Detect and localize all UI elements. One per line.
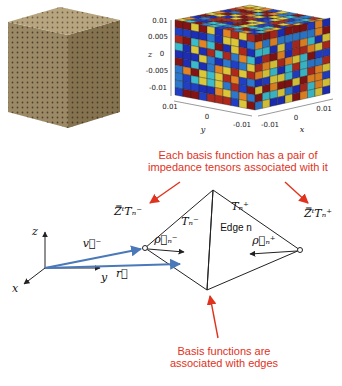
voxel (270, 97, 278, 106)
triangle-label: Tₙ⁻ (181, 216, 199, 228)
voxel-cube (175, 5, 330, 110)
voxel (263, 99, 271, 108)
axis-label: y (201, 126, 206, 135)
tick-label: -0.01 (261, 122, 279, 130)
edge-label: Edge n (220, 222, 252, 233)
rho-plus-vector (250, 251, 297, 254)
leader-arrow (150, 182, 180, 203)
vector-label: ρ⃗ₙ⁺ (252, 235, 275, 247)
tick-label: 0 (294, 115, 298, 123)
voxel (247, 101, 255, 110)
voxel (278, 96, 286, 105)
voxel (285, 94, 293, 103)
voxel (207, 94, 215, 103)
voxel (199, 92, 207, 101)
voxel (315, 87, 323, 96)
voxel (239, 100, 247, 109)
voxel (231, 98, 239, 107)
voxel (175, 88, 183, 97)
tick-label: -0.01 (149, 85, 167, 93)
annotation-text: Each basis function has a pair of impeda… (140, 149, 336, 173)
rho-minus-vector (148, 249, 184, 252)
impedance-tensor: Z̿ᵗTₙ⁺ (304, 208, 332, 220)
tick-label: -0.005 (146, 68, 169, 76)
voxel (183, 89, 191, 98)
voxel (293, 92, 301, 101)
voxel (191, 91, 199, 100)
tick-label: 0 (160, 51, 164, 59)
tick-label: -0.01 (233, 122, 251, 130)
plot-axes (171, 20, 333, 116)
voxel (300, 91, 308, 100)
axis-label: z (148, 51, 152, 60)
vector-label: r⃗ (116, 268, 128, 280)
meshed-cube (8, 7, 120, 128)
voxel (223, 97, 231, 106)
axis-label: z (32, 226, 38, 238)
impedance-tensor: Z̿ᵗTₙ⁻ (114, 206, 142, 218)
axis-label: y (101, 272, 107, 284)
voxel (323, 86, 331, 95)
voxel (308, 89, 316, 98)
voxel (255, 101, 263, 110)
tick-label: 0.01 (152, 18, 168, 26)
vector-label: v⃗⁻ (83, 238, 102, 250)
tick-label: 0.01 (162, 104, 178, 112)
axis-label: x (12, 283, 18, 295)
triangle-label: Tₙ⁺ (231, 201, 249, 213)
vector-label: ρ⃗ₙ⁻ (154, 234, 177, 246)
r-vector (45, 264, 180, 268)
tick-label: 0.01 (316, 106, 332, 114)
voxel (215, 95, 223, 104)
leader-arrow (285, 182, 308, 203)
leader-arrow (210, 296, 218, 338)
tick-label: 0.005 (148, 34, 168, 42)
tick-label: 0 (205, 114, 209, 122)
triangle-pair (143, 190, 303, 290)
axis-label: x (300, 126, 305, 135)
annotation-text: Basis functions are associated with edge… (154, 345, 294, 369)
